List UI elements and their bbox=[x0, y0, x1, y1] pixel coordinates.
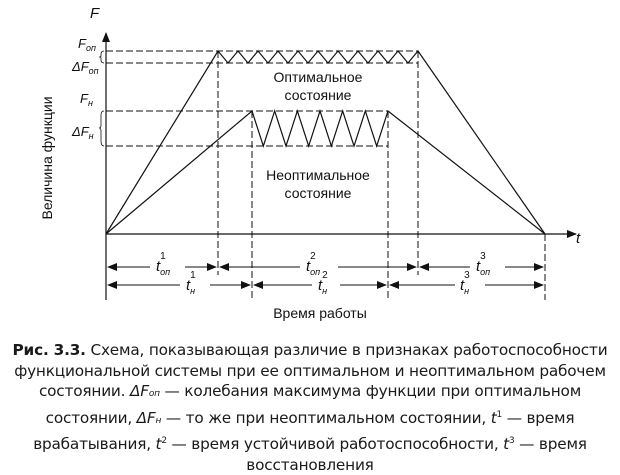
optimal-state-label-2: состояние bbox=[285, 87, 352, 103]
y-axis-label: Величина функции bbox=[39, 96, 55, 219]
t-n3-label: tн3 bbox=[460, 270, 470, 296]
delta-f-n-brace bbox=[98, 110, 105, 147]
caption-text: состоянии. ΔFоп — колебания максимума фу… bbox=[38, 382, 582, 400]
caption-text: Схема, показывающая различие в признаках… bbox=[85, 341, 608, 359]
work-capacity-diagram: F t Величина функции Время работы Fоп ΔF… bbox=[39, 5, 581, 321]
t-op1-label: tоп1 bbox=[156, 251, 170, 277]
f-n-label: Fн bbox=[80, 91, 93, 108]
figure-caption: Рис. 3.3. Схема, показывающая различие в… bbox=[0, 340, 620, 475]
t-op2-label: tоп2 bbox=[306, 251, 320, 277]
t-n2-label: tн2 bbox=[318, 270, 328, 296]
caption-text: функциональной системы при ее оптимально… bbox=[14, 361, 606, 380]
t-op3-label: tоп3 bbox=[476, 251, 490, 277]
delta-f-op-label: ΔFоп bbox=[71, 59, 99, 76]
f-op-label: Fоп bbox=[78, 36, 96, 53]
t-n1-label: tн1 bbox=[186, 270, 196, 296]
caption-text: врабатывания, t2 — время устойчивой рабо… bbox=[33, 435, 587, 454]
x-axis-label: Время работы bbox=[273, 305, 367, 321]
optimal-state-label-1: Оптимальное bbox=[274, 69, 363, 85]
nonoptimal-state-label-1: Неоптимальное bbox=[266, 167, 370, 183]
delta-f-op-brace bbox=[98, 50, 105, 64]
y-axis-symbol: F bbox=[90, 5, 100, 22]
optimal-state-curve bbox=[105, 49, 546, 235]
caption-text: восстановления bbox=[246, 455, 374, 474]
caption-text: состоянии, ΔFн — то же при неоптимальном… bbox=[45, 408, 575, 427]
nonoptimal-state-curve bbox=[105, 109, 546, 235]
figure-number: Рис. 3.3. bbox=[12, 341, 86, 359]
x-axis-symbol: t bbox=[576, 230, 581, 247]
delta-f-n-label: ΔFн bbox=[71, 124, 94, 141]
nonoptimal-state-label-2: состояние bbox=[285, 185, 352, 201]
